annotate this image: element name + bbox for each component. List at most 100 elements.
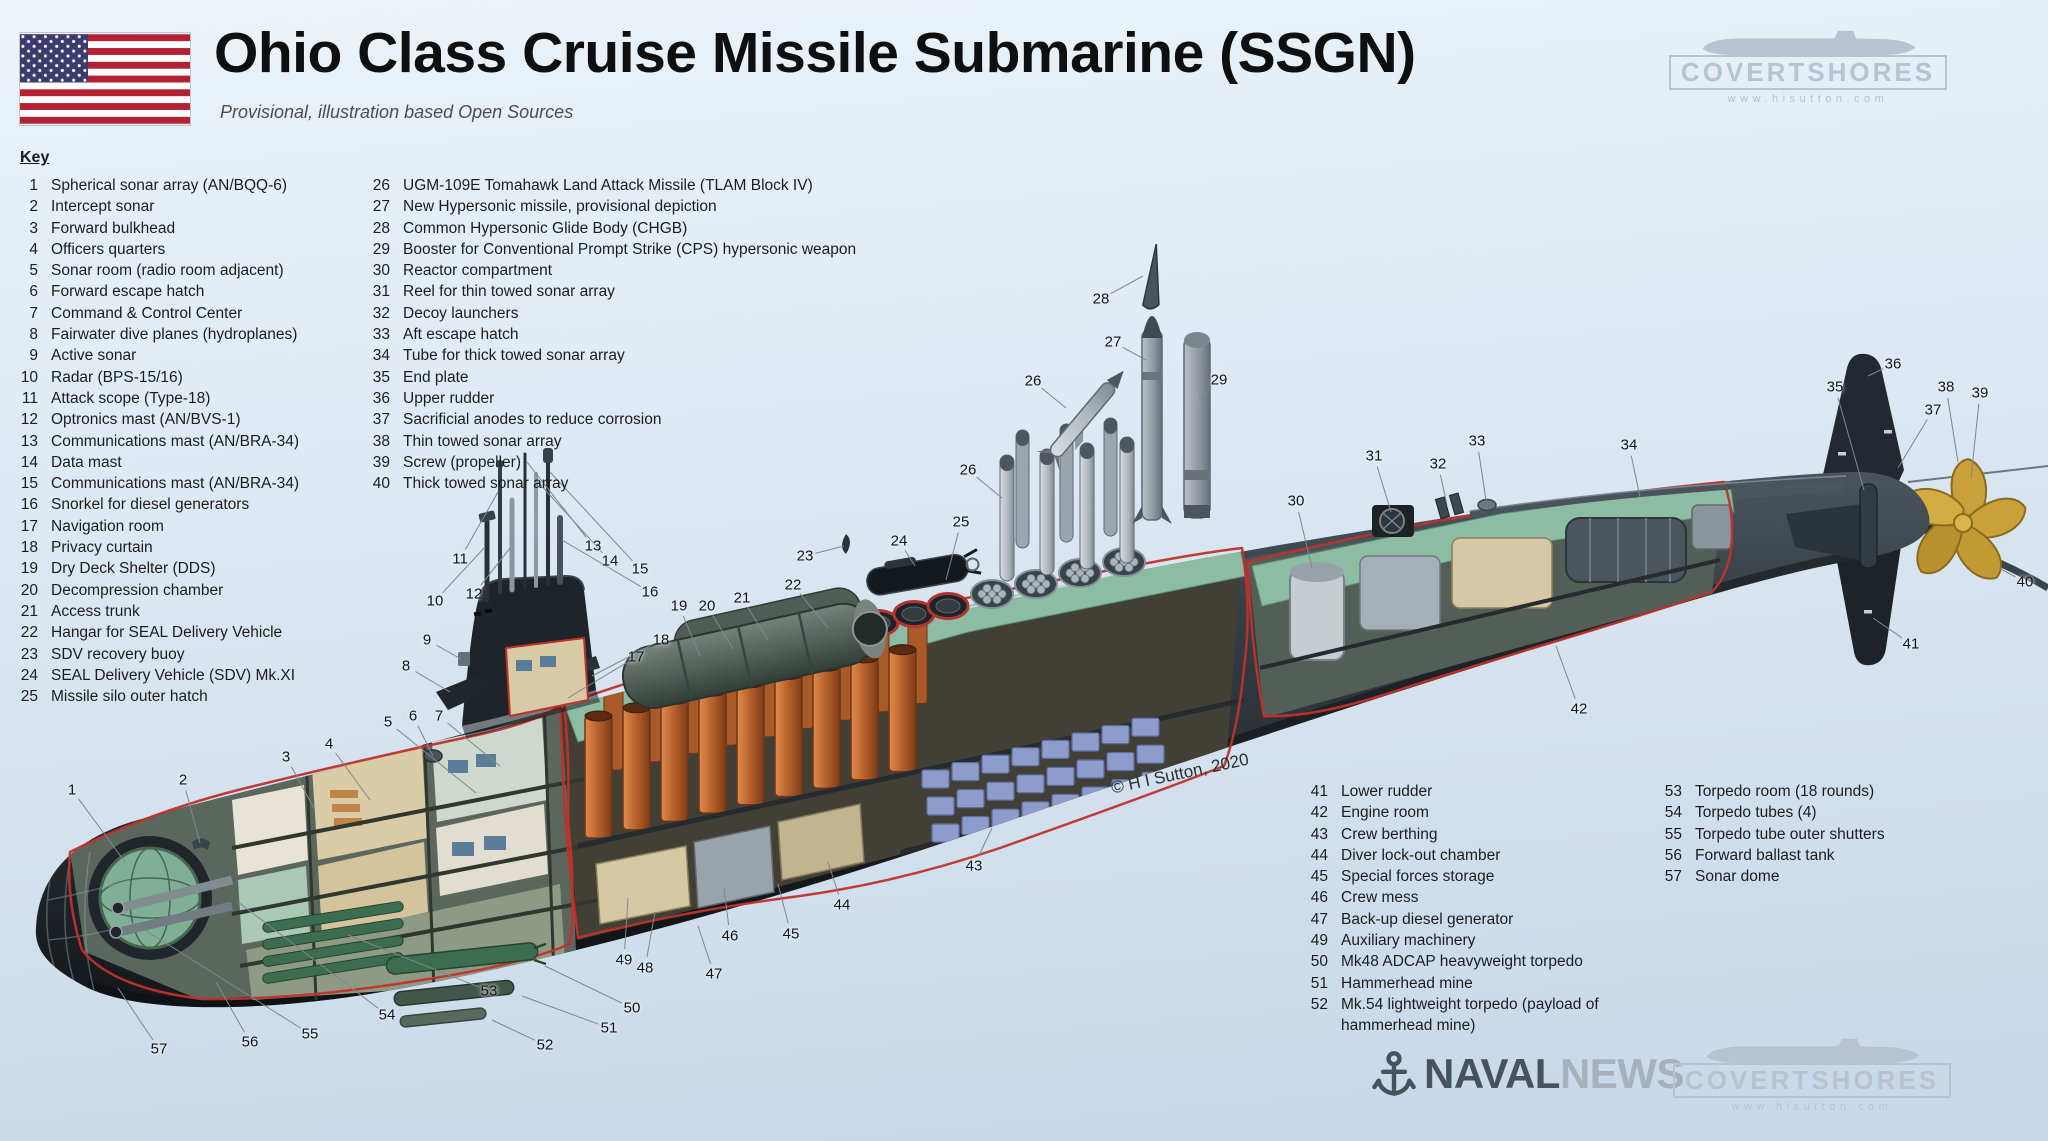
auxiliary-machinery bbox=[595, 845, 691, 925]
key-item: 6 Forward escape hatch bbox=[29, 283, 205, 301]
torpedo-tubes bbox=[109, 875, 234, 939]
key-item: 41 Lower rudder bbox=[1310, 783, 1433, 800]
decoy-launchers bbox=[1434, 492, 1465, 520]
bunks bbox=[330, 790, 362, 826]
key-item: 1 Spherical sonar array (AN/BQQ-6) bbox=[29, 177, 288, 194]
sdv-recovery-buoy bbox=[842, 534, 850, 554]
key-item: 18 Privacy curtain bbox=[20, 539, 153, 557]
key-item: 11 Attack scope (Type-18) bbox=[21, 389, 211, 407]
key-list-53-57: 53 Torpedo room (18 rounds) 54 Torpedo t… bbox=[1656, 781, 1885, 887]
us-flag bbox=[20, 34, 190, 124]
key-item: 51 Hammerhead mine bbox=[1310, 974, 1473, 992]
covertshores-wordmark: COVERTSHORES bbox=[1668, 55, 1948, 90]
reactor-compartment bbox=[1289, 569, 1345, 661]
key-item: 44 Diver lock-out chamber bbox=[1310, 846, 1501, 864]
hypersonic-glide-body bbox=[1141, 243, 1160, 310]
missile-tubes-front-row bbox=[584, 644, 917, 839]
key-item: 55 Torpedo tube outer shutters bbox=[1664, 825, 1885, 843]
key-item: 4 Officers quarters bbox=[29, 240, 166, 258]
key-item: 34 Tube for thick towed sonar array bbox=[372, 347, 625, 365]
covertshores-wordmark: COVERTSHORES bbox=[1672, 1063, 1952, 1098]
key-item: 9 Active sonar bbox=[29, 347, 137, 365]
key-heading: Key bbox=[20, 149, 50, 166]
key-item: 57 Sonar dome bbox=[1664, 868, 1780, 886]
key-item: 53 Torpedo room (18 rounds) bbox=[1664, 783, 1875, 800]
navalnews-naval: NAVAL bbox=[1424, 1050, 1560, 1097]
key-item: 25 Missile silo outer hatch bbox=[20, 688, 208, 706]
covertshores-url: www.hisutton.com bbox=[1727, 93, 1889, 105]
sail-windows bbox=[473, 608, 493, 617]
key-item: 35 End plate bbox=[372, 368, 469, 386]
key-list-1-25: 1 Spherical sonar array (AN/BQQ-6) 2 Int… bbox=[12, 175, 299, 707]
forward-escape-hatch bbox=[423, 749, 443, 763]
seal-delivery-vehicle bbox=[866, 548, 982, 596]
sonar-dome-mesh bbox=[46, 851, 139, 991]
submarine-silhouette-icon bbox=[1702, 30, 1916, 56]
key-item: 39 Screw (propeller) bbox=[372, 453, 522, 471]
key-item: 3 Forward bulkhead bbox=[29, 219, 176, 237]
key-item: 45 Special forces storage bbox=[1310, 868, 1495, 886]
key-item: 26 UGM-109E Tomahawk Land Attack Missile… bbox=[372, 177, 813, 194]
navalnews-news: NEWS bbox=[1559, 1050, 1685, 1097]
covertshores-url: www.hisutton.com bbox=[1731, 1101, 1893, 1113]
key-item: 24 SEAL Delivery Vehicle (SDV) Mk.XI bbox=[20, 666, 296, 684]
key-item: 38 Thin towed sonar array bbox=[372, 432, 562, 450]
key-list-41-52: 41 Lower rudder 42 Engine room 43 Crew b… bbox=[1302, 781, 1652, 1037]
active-sonar-panel bbox=[458, 652, 470, 666]
key-item: 16 Snorkel for diesel generators bbox=[20, 496, 250, 514]
key-item: 52 Mk.54 lightweight torpedo (payload of… bbox=[1310, 995, 1599, 1035]
key-item: 46 Crew mess bbox=[1310, 889, 1419, 907]
key-item: 50 Mk48 ADCAP heavyweight torpedo bbox=[1310, 953, 1583, 971]
fairwater-plane-near bbox=[436, 674, 492, 710]
key-item: 30 Reactor compartment bbox=[372, 262, 553, 280]
key-item: 10 Radar (BPS-15/16) bbox=[20, 368, 183, 386]
key-item: 2 Intercept sonar bbox=[29, 198, 155, 216]
engine-room-turbines bbox=[1565, 504, 1733, 583]
key-item: 37 Sacrificial anodes to reduce corrosio… bbox=[372, 411, 662, 429]
special-forces-storage bbox=[777, 803, 865, 881]
key-item: 22 Hangar for SEAL Delivery Vehicle bbox=[20, 624, 283, 642]
key-item: 32 Decoy launchers bbox=[372, 304, 519, 322]
key-item: 7 Command & Control Center bbox=[29, 304, 243, 322]
towed-array-tube bbox=[1469, 475, 1847, 518]
key-item: 36 Upper rudder bbox=[372, 389, 495, 407]
hypersonic-missile bbox=[1132, 316, 1172, 524]
key-item: 40 Thick towed sonar array bbox=[372, 475, 569, 493]
key-item: 27 New Hypersonic missile, provisional d… bbox=[372, 198, 717, 216]
key-item: 5 Sonar room (radio room adjacent) bbox=[29, 262, 284, 280]
covertshores-logo-top: COVERTSHORES www.hisutton.com bbox=[1660, 28, 1956, 105]
key-item: 31 Reel for thin towed sonar array bbox=[372, 283, 615, 301]
key-item: 23 SDV recovery buoy bbox=[20, 645, 185, 663]
anchor-icon bbox=[1372, 1051, 1416, 1096]
key-item: 15 Communications mast (AN/BRA-34) bbox=[20, 475, 300, 493]
key-item: 54 Torpedo tubes (4) bbox=[1664, 804, 1817, 822]
key-item: 13 Communications mast (AN/BRA-34) bbox=[20, 432, 300, 450]
key-item: 8 Fairwater dive planes (hydroplanes) bbox=[29, 326, 298, 344]
cps-booster bbox=[1183, 332, 1211, 519]
key-item: 42 Engine room bbox=[1310, 804, 1429, 822]
navigation-room bbox=[506, 638, 588, 716]
key-item: 29 Booster for Conventional Prompt Strik… bbox=[372, 240, 857, 258]
key-item: 17 Navigation room bbox=[20, 517, 164, 535]
page-title: Ohio Class Cruise Missile Submarine (SSG… bbox=[214, 21, 1416, 85]
key-list-26-40: 26 UGM-109E Tomahawk Land Attack Missile… bbox=[364, 175, 856, 494]
key-item: 43 Crew berthing bbox=[1310, 825, 1438, 843]
key-item: 49 Auxiliary machinery bbox=[1310, 932, 1476, 950]
aft-escape-hatch bbox=[1477, 498, 1497, 512]
hangar-door bbox=[851, 610, 888, 647]
mk54-torpedo bbox=[399, 1007, 487, 1028]
tomahawk-missile-flying bbox=[1036, 370, 1124, 471]
key-item: 28 Common Hypersonic Glide Body (CHGB) bbox=[372, 219, 688, 237]
key-item: 12 Optronics mast (AN/BVS-1) bbox=[20, 411, 241, 429]
key-item: 21 Access trunk bbox=[20, 602, 140, 620]
covertshores-logo-bottom: COVERTSHORES www.hisutton.com bbox=[1664, 1036, 1960, 1113]
submarine-silhouette-icon bbox=[1706, 1038, 1920, 1064]
key-item: 33 Aft escape hatch bbox=[372, 326, 519, 344]
page-subtitle: Provisional, illustration based Open Sou… bbox=[220, 102, 574, 122]
deck-fittings bbox=[192, 475, 1847, 850]
key-item: 47 Back-up diesel generator bbox=[1310, 910, 1514, 928]
backup-diesel-generator bbox=[693, 825, 775, 909]
